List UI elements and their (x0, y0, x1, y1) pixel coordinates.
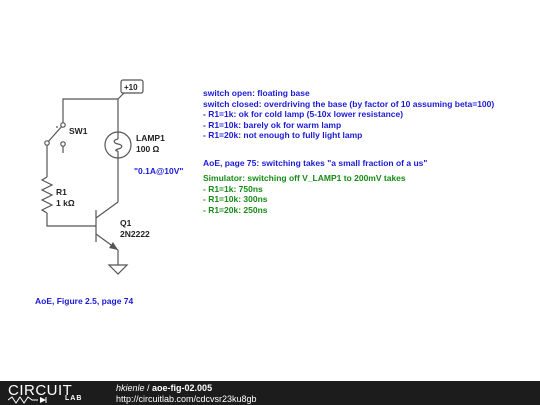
waveform-icon (8, 396, 47, 404)
path-separator: / (144, 383, 153, 393)
author-title-line: hkienle / aoe-fig-02.005 (116, 383, 212, 393)
lamp-rating-label: "0.1A@10V" (134, 166, 184, 176)
note-line: - R1=10k: barely ok for warm lamp (203, 119, 342, 130)
note-line: - R1=20k: not enough to fully light lamp (203, 130, 363, 140)
wire-top-rail (62, 98, 119, 128)
switch-contact-top (60, 122, 66, 128)
resistor-r1 (40, 176, 54, 214)
note-line: - R1=1k: ok for cold lamp (5-10x lower r… (203, 109, 404, 119)
circuit-url[interactable]: http://circuitlab.com/cdcvsr23ku8gb (116, 394, 257, 404)
transistor-name-label: Q1 (120, 218, 132, 228)
transistor-collector (95, 201, 119, 219)
switch-contact-pivot (44, 140, 50, 146)
wire-base (46, 213, 96, 227)
note-line: switch closed: overdriving the base (by … (203, 98, 495, 109)
notes-analysis: switch open: floating base switch closed… (203, 88, 494, 141)
note-line: - R1=20k: 250ns (203, 204, 268, 215)
wire-supply-tap (117, 92, 125, 100)
supply-label: +10 (124, 83, 138, 92)
schematic: +10 SW1 LAMP1 100 Ω R1 1 kΩ Q1 2N2222 (40, 79, 165, 275)
note-line: - R1=1k: 750ns (203, 183, 263, 194)
resistor-name-label: R1 (56, 187, 67, 197)
resistor-value-label: 1 kΩ (56, 198, 75, 208)
emitter-arrow-icon (109, 242, 118, 250)
note-line: Simulator: switching off V_LAMP1 to 200m… (203, 173, 406, 183)
ground-icon (107, 264, 129, 275)
lamp-name-label: LAMP1 (136, 133, 165, 143)
note-line: switch open: floating base (203, 88, 310, 98)
note-reference: AoE, page 75: switching takes "a small f… (203, 158, 428, 168)
transistor-value-label: 2N2222 (120, 229, 150, 239)
author-link[interactable]: hkienle (116, 383, 145, 393)
circuit-title[interactable]: aoe-fig-02.005 (152, 383, 213, 393)
brand-logo[interactable]: CIRCUIT (8, 382, 73, 399)
supply-label-box (120, 79, 144, 94)
brand-logo-lab: LAB (65, 395, 83, 402)
lamp-filament (113, 128, 123, 162)
figure-caption: AoE, Figure 2.5, page 74 (35, 296, 134, 306)
notes-simulator: Simulator: switching off V_LAMP1 to 200m… (203, 173, 406, 215)
footer-bar: CIRCUIT LAB hkienle / aoe-fig-02.005 htt… (0, 381, 540, 405)
note-line: - R1=10k: 300ns (203, 194, 268, 204)
switch-label: SW1 (69, 126, 88, 136)
switch-blade (46, 124, 64, 144)
lamp-value-label: 100 Ω (136, 144, 160, 154)
